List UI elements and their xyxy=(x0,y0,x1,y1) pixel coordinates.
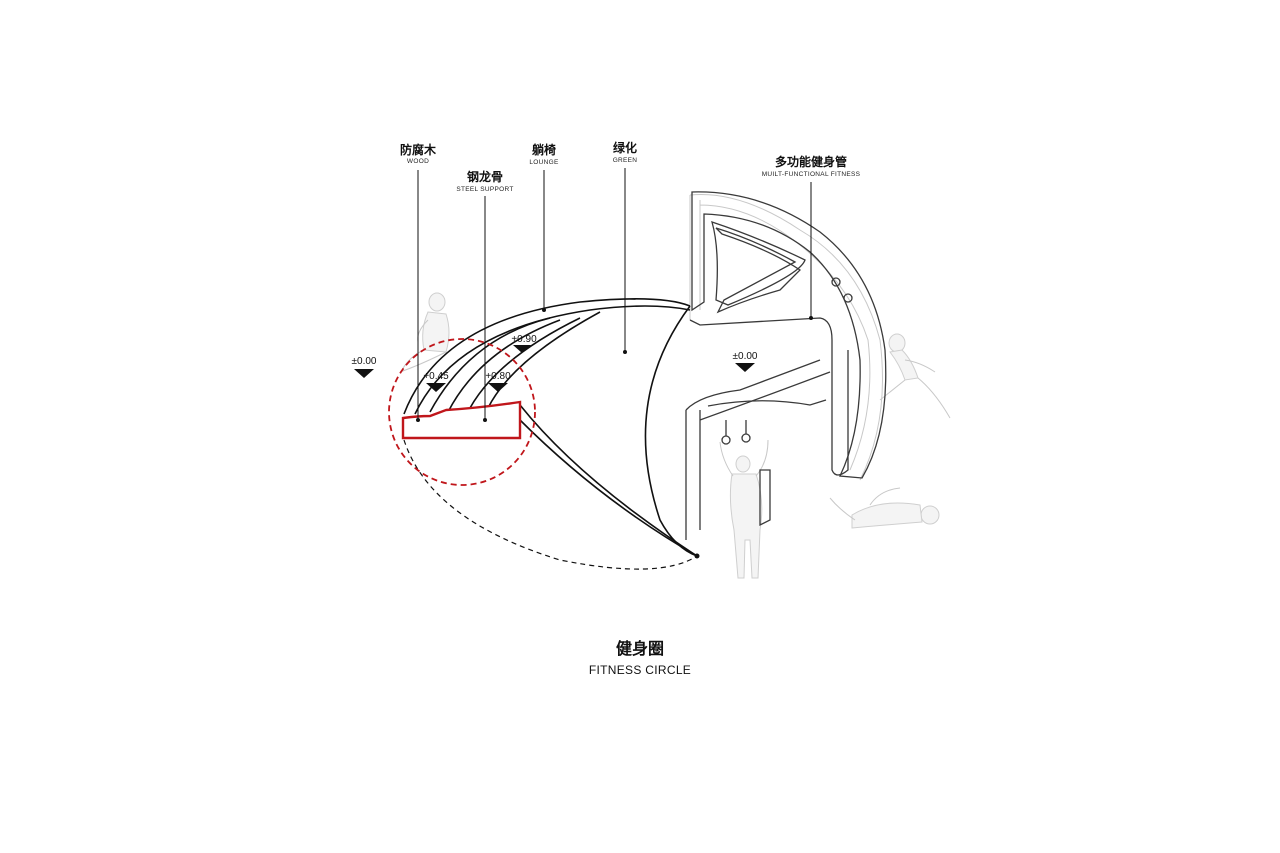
level-045-text: +0.45 xyxy=(423,371,449,382)
fitness-label-en: MUILT-FUNCTIONAL FITNESS xyxy=(762,171,861,178)
green-label-cn: 绿化 xyxy=(613,140,637,155)
level-right-triangle xyxy=(735,363,755,372)
level-045-triangle xyxy=(426,383,446,392)
lounge-label-en: LOUNGE xyxy=(529,159,559,166)
seated-person-figure xyxy=(399,292,450,373)
level-markers: ±0.00 +0.45 +0.80 +0.90 ±0.00 xyxy=(352,334,758,392)
title-cn: 健身圈 xyxy=(616,639,664,658)
wood-section-outline xyxy=(401,400,522,440)
level-080-text: +0.80 xyxy=(485,371,511,382)
leader-lines xyxy=(416,168,813,422)
hanging-person-figure xyxy=(719,439,769,579)
wood-label-cn: 防腐木 xyxy=(400,142,437,157)
level-080-triangle xyxy=(488,383,508,392)
green-label-en: GREEN xyxy=(613,157,638,164)
title-en: FITNESS CIRCLE xyxy=(589,663,691,677)
fitness-label-cn: 多功能健身管 xyxy=(775,154,847,169)
wood-section-highlight xyxy=(388,338,536,486)
steel-label-en: STEEL SUPPORT xyxy=(456,186,513,193)
level-090-triangle xyxy=(513,345,531,353)
highlight-dashed-circle xyxy=(388,338,536,486)
reclining-person-figure xyxy=(829,487,940,529)
steel-label-cn: 钢龙骨 xyxy=(467,169,503,184)
lounge-label-cn: 躺椅 xyxy=(532,142,556,157)
seating-arcs xyxy=(403,298,700,570)
level-right-text: ±0.00 xyxy=(733,351,758,362)
component-labels: 防腐木 WOOD 钢龙骨 STEEL SUPPORT 躺椅 LOUNGE 绿化 … xyxy=(400,140,861,193)
fitness-structure xyxy=(685,191,887,540)
wood-label-en: WOOD xyxy=(407,158,429,165)
diagram-title: 健身圈 FITNESS CIRCLE xyxy=(589,639,691,677)
stretching-person-figure xyxy=(879,333,951,419)
level-left-triangle xyxy=(354,369,374,378)
level-left-text: ±0.00 xyxy=(352,356,377,367)
level-090-text: +0.90 xyxy=(511,334,537,345)
